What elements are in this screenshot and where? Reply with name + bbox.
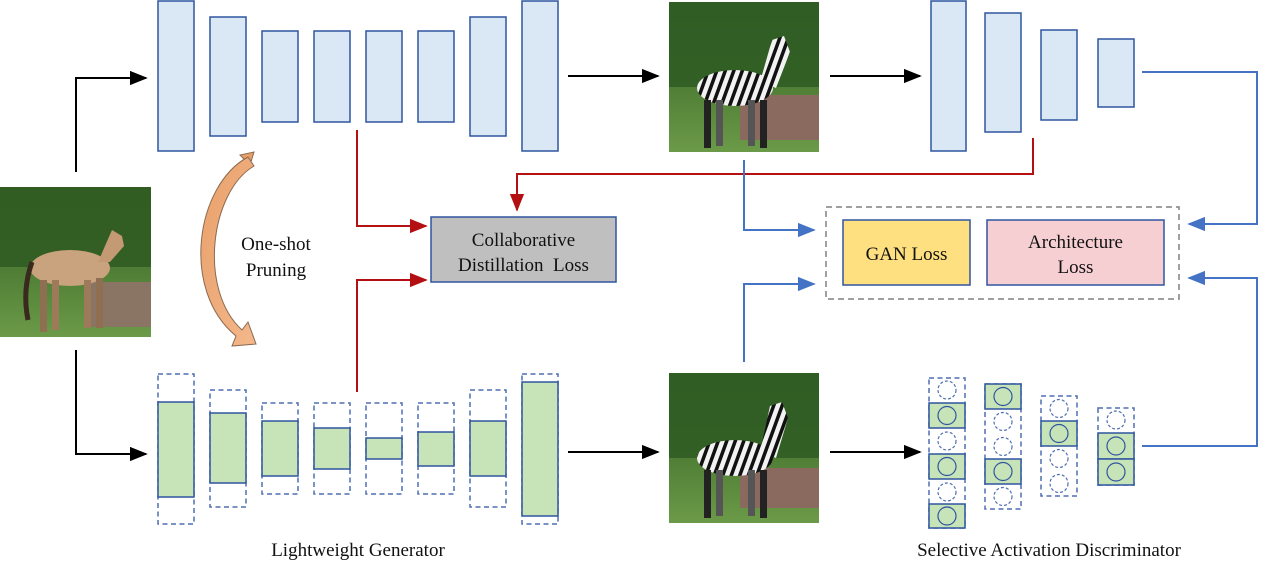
student-layer <box>521 381 559 517</box>
gan-loss-label: GAN Loss <box>866 244 948 265</box>
student-layer <box>313 427 351 470</box>
teacher-generator <box>157 0 559 152</box>
discriminator-column <box>1040 395 1078 497</box>
arch-loss-label-line1: Architecture <box>1028 232 1123 253</box>
teacher-output-zebra-image <box>669 2 819 152</box>
teacher-layer <box>365 30 403 123</box>
teacher-layer <box>469 16 507 137</box>
pruning-label-line2: Pruning <box>246 260 307 281</box>
distill-label-line1: Collaborative <box>472 230 575 251</box>
student-layer <box>469 420 507 477</box>
student-layer <box>261 420 299 477</box>
discriminator-column <box>1097 407 1135 486</box>
student-output-zebra-image <box>669 373 819 523</box>
student-layer <box>365 437 403 460</box>
horse-icon <box>23 230 124 332</box>
lightweight-generator <box>157 373 559 525</box>
architecture-loss-box: Architecture Loss <box>986 219 1165 286</box>
discriminator-layer <box>984 12 1022 133</box>
discriminator-layer <box>1097 38 1135 108</box>
lightweight-generator-caption: Lightweight Generator <box>271 540 445 561</box>
one-shot-pruning-arrow <box>200 151 257 347</box>
zebra-icon <box>697 402 788 518</box>
distill-label-line2: Distillation Loss <box>458 255 589 276</box>
student-layer <box>157 401 195 498</box>
teacher-layer <box>313 30 351 123</box>
loss-group: GAN Loss Architecture Loss <box>825 206 1180 300</box>
teacher-layer <box>417 30 455 123</box>
selective-activation-discriminator <box>928 377 1135 529</box>
student-layer <box>417 431 455 467</box>
arch-loss-label-line2: Loss <box>1058 257 1094 278</box>
teacher-layer <box>261 30 299 123</box>
discriminator-column <box>984 383 1022 510</box>
teacher-layer <box>521 0 559 152</box>
teacher-layer <box>209 16 247 137</box>
discriminator-layer <box>930 0 967 152</box>
input-horse-image <box>0 187 151 337</box>
discriminator-layer <box>1040 29 1078 121</box>
student-layer <box>209 412 247 484</box>
zebra-icon <box>697 36 790 148</box>
discriminator-column <box>928 377 966 529</box>
selective-discriminator-caption: Selective Activation Discriminator <box>917 540 1181 561</box>
collaborative-distillation-loss-box: Collaborative Distillation Loss <box>430 216 617 283</box>
gan-loss-box: GAN Loss <box>842 219 971 286</box>
teacher-discriminator <box>930 0 1135 152</box>
pruning-label-line1: One-shot <box>241 234 311 255</box>
teacher-layer <box>157 0 195 152</box>
